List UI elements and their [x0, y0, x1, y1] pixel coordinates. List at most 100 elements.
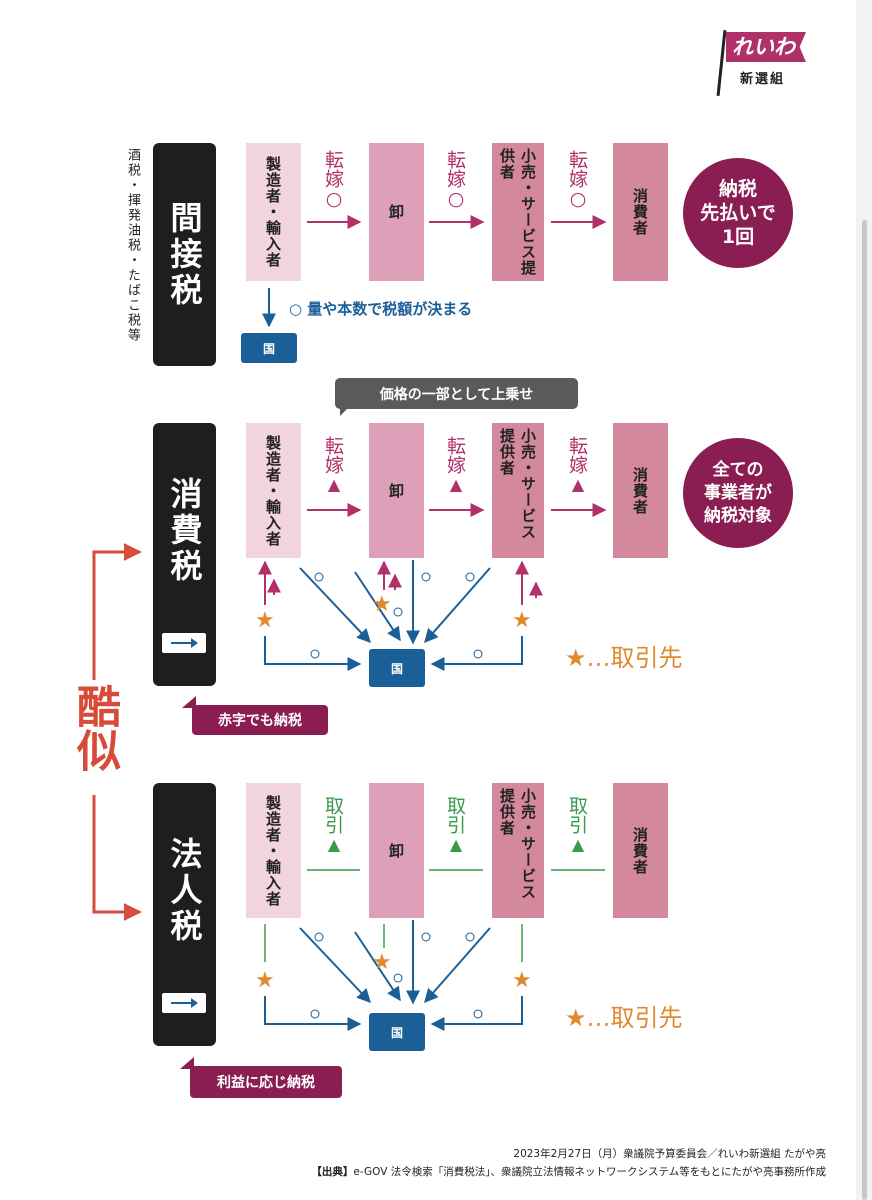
consumption-title: 消費税: [165, 476, 204, 585]
star-icon: ★: [255, 968, 275, 993]
corporate-title: 法人税: [165, 836, 204, 945]
star-icon: ★: [372, 592, 392, 617]
arrow-label: 取引: [322, 796, 344, 834]
indirect-actor-retail: 小売・サービス提供者: [492, 143, 544, 281]
triangle-mark: ▲: [449, 475, 463, 494]
indirect-tax-box: 間接税: [153, 143, 216, 366]
right-arrow-icon: [162, 993, 206, 1013]
small-circle: [393, 607, 403, 617]
corporate-actor-manufacturer: 製造者・輸入者: [246, 783, 301, 918]
consumption-actor-consumer: 消費者: [613, 423, 668, 558]
banner-text: 価格の一部として上乗せ: [379, 386, 534, 403]
bubble-line: 全ての: [712, 459, 764, 480]
consumption-actor-manufacturer: 製造者・輸入者: [246, 423, 301, 558]
actor-label: 小売・サービス提供者: [498, 148, 537, 276]
tax-line: [430, 636, 523, 671]
circle-mark: ○: [569, 188, 587, 210]
arrow-label: 取引: [566, 796, 588, 834]
footer-line-1: 2023年2月27日（月）衆議院予算委員会／れいわ新選組 たがや亮: [513, 1148, 826, 1160]
scrollbar[interactable]: [856, 0, 872, 1200]
consumption-tag: 赤字でも納税: [192, 705, 328, 735]
arrow-label: 転嫁: [566, 150, 588, 188]
circle-mark: ○: [325, 188, 343, 210]
consumption-label-3: 転嫁 ▲: [566, 436, 590, 496]
similar-bracket-bottom: [92, 795, 142, 921]
tax-arrow: [424, 927, 491, 1004]
indirect-actor-manufacturer: 製造者・輸入者: [246, 143, 301, 281]
bubble-line: 事業者が: [704, 482, 772, 503]
corporate-country-box: 国: [369, 1013, 425, 1051]
tax-line: [264, 636, 362, 671]
banner-pointer: [340, 408, 348, 416]
consumption-bubble: 全ての 事業者が 納税対象: [683, 438, 793, 548]
tag-pointer: [182, 696, 196, 708]
triangle-mark: ▲: [327, 475, 341, 494]
indirect-examples: 酒税・揮発油税・たばこ税等: [125, 148, 140, 343]
arrow-label: 転嫁: [566, 436, 588, 474]
tax-arrow: [354, 571, 401, 642]
indirect-country-box: 国: [241, 333, 297, 363]
source-label: 【出典】: [311, 1166, 354, 1178]
actor-label: 卸: [387, 204, 405, 220]
arrow-graphic: [171, 638, 198, 648]
small-circle: [465, 572, 475, 582]
consumption-label-2: 転嫁 ▲: [444, 436, 468, 496]
reiwa-logo: れいわ 新選組: [714, 30, 810, 96]
bubble-line: 納税対象: [704, 505, 772, 526]
small-circle: [310, 1009, 320, 1019]
corporate-legend: ★…取引先: [565, 1004, 683, 1032]
small-circle: [421, 572, 431, 582]
source-text: e-GOV 法令検索「消費税法」、衆議院立法情報ネットワークシステム等をもとにた…: [353, 1166, 826, 1178]
arrow-label: 取引: [444, 796, 466, 834]
tag-pointer: [180, 1057, 194, 1069]
consumption-label-1: 転嫁 ▲: [322, 436, 346, 496]
indirect-label-1: 転嫁 ○: [322, 150, 346, 210]
consumption-banner: 価格の一部として上乗せ: [335, 378, 578, 409]
corporate-label-2: 取引 ▲: [444, 796, 468, 856]
corporate-actor-consumer: 消費者: [613, 783, 668, 918]
small-circle: [473, 1009, 483, 1019]
right-arrow-icon: [162, 633, 206, 653]
arrow-label: 転嫁: [322, 150, 344, 188]
small-circle: [310, 649, 320, 659]
consumption-actor-wholesale: 卸: [369, 423, 424, 558]
bubble-line: 先払いで: [700, 202, 776, 224]
star-icon: ★: [512, 608, 532, 633]
consumption-actor-retail: 小売・サービス提供者: [492, 423, 544, 558]
small-circle: [314, 572, 324, 582]
logo-subtitle: 新選組: [740, 72, 786, 87]
consumption-tax-box: 消費税: [153, 423, 216, 686]
triangle-mark: ▲: [327, 835, 341, 854]
actor-label: 小売・サービス提供者: [498, 428, 537, 540]
arrow-label: 転嫁: [322, 436, 344, 474]
corporate-label-1: 取引 ▲: [322, 796, 346, 856]
arrow-graphic: [171, 998, 198, 1008]
actor-label: 卸: [387, 842, 405, 859]
actor-label: 消費者: [631, 466, 649, 515]
indirect-title: 間接税: [165, 200, 204, 309]
star-icon: ★: [512, 968, 532, 993]
tax-line: [430, 996, 523, 1031]
small-circle: [421, 932, 431, 942]
star-icon: ★: [255, 608, 275, 633]
arrow-label: 転嫁: [444, 150, 466, 188]
small-circle: [314, 932, 324, 942]
consumption-legend: ★…取引先: [565, 644, 683, 672]
arrow-label: 転嫁: [444, 436, 466, 474]
similar-bracket-top: [92, 543, 142, 680]
tax-line: [264, 996, 362, 1031]
corporate-actor-retail: 小売・サービス提供者: [492, 783, 544, 918]
corporate-actor-wholesale: 卸: [369, 783, 424, 918]
actor-label: 消費者: [631, 188, 649, 236]
small-circle: [465, 932, 475, 942]
indirect-note: ○ 量や本数で税額が決まる: [289, 300, 473, 318]
corporate-tag: 利益に応じ納税: [190, 1066, 342, 1098]
consumption-country-box: 国: [369, 649, 425, 687]
indirect-actor-consumer: 消費者: [613, 143, 668, 281]
actor-label: 小売・サービス提供者: [498, 788, 537, 900]
footer-line-2: 【出典】e-GOV 法令検索「消費税法」、衆議院立法情報ネットワークシステム等を…: [311, 1164, 826, 1179]
scrollbar-thumb[interactable]: [862, 220, 867, 1200]
triangle-mark: ▲: [571, 835, 585, 854]
